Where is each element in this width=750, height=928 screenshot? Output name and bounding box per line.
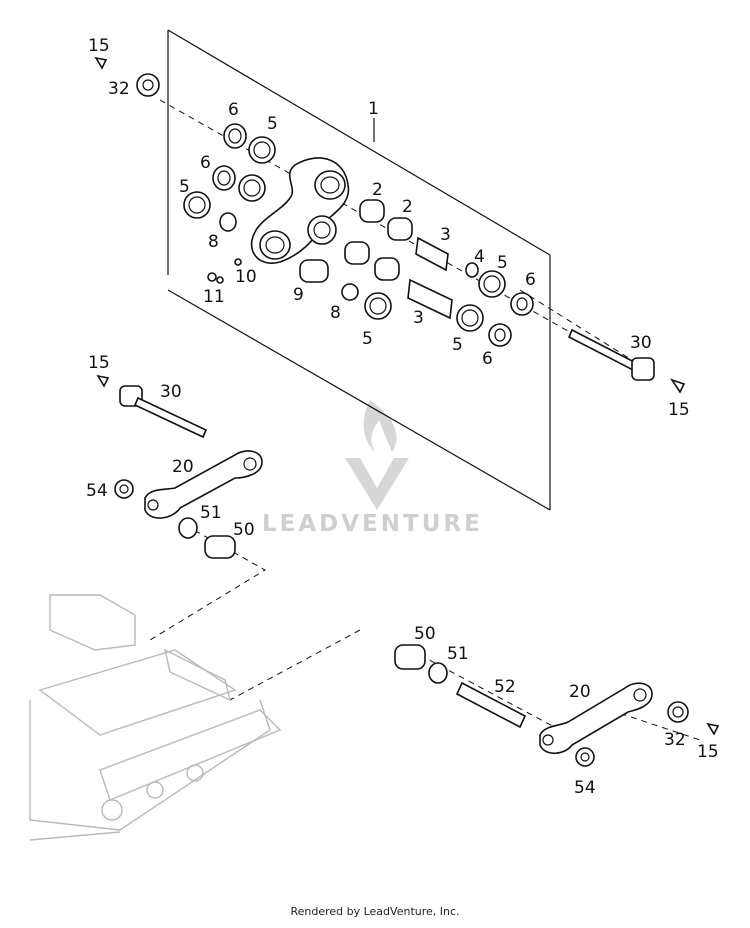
- callout-15: 15: [88, 36, 110, 56]
- callout-labels: 1 2 2 3 3 4 5 5 5 5 5 6 6 6 6 8 8 9 10 1…: [86, 36, 719, 798]
- centerlines: [149, 99, 701, 741]
- callout-8: 8: [208, 232, 219, 252]
- callout-54: 54: [86, 481, 108, 501]
- callout-5: 5: [497, 253, 508, 273]
- callout-54: 54: [574, 778, 596, 798]
- callout-51: 51: [200, 503, 222, 523]
- axle-52: [455, 681, 527, 729]
- callout-20: 20: [172, 457, 194, 477]
- bolt-30-upper: [567, 328, 686, 394]
- footer-credit: Rendered by LeadVenture, Inc.: [290, 905, 460, 918]
- watermark-text: LEADVENTURE: [262, 511, 483, 537]
- callout-52: 52: [494, 677, 516, 697]
- callout-5: 5: [179, 177, 190, 197]
- callout-10: 10: [235, 267, 257, 287]
- bolt-30-lower: [96, 374, 208, 439]
- callout-32: 32: [108, 79, 130, 99]
- callout-6: 6: [482, 349, 493, 369]
- callout-9: 9: [293, 285, 304, 305]
- callout-15: 15: [697, 742, 719, 762]
- pull-rod-20-right: [539, 682, 720, 767]
- callout-2: 2: [372, 180, 383, 200]
- callout-6: 6: [525, 270, 536, 290]
- callout-5: 5: [452, 335, 463, 355]
- callout-30: 30: [630, 333, 652, 353]
- rocker-link: [250, 157, 350, 264]
- leadventure-logo-watermark: [345, 400, 409, 510]
- callout-8: 8: [330, 303, 341, 323]
- callout-3: 3: [413, 308, 424, 328]
- callout-6: 6: [200, 153, 211, 173]
- callout-4: 4: [474, 247, 485, 267]
- callout-30: 30: [160, 382, 182, 402]
- callout-20: 20: [569, 682, 591, 702]
- bearing-50-right: [394, 644, 448, 684]
- callout-51: 51: [447, 644, 469, 664]
- nut-32-upper: [94, 56, 160, 97]
- callout-11: 11: [203, 287, 225, 307]
- frame-outline: [29, 594, 282, 841]
- seals-bearings: [183, 123, 534, 347]
- callout-2: 2: [402, 197, 413, 217]
- callout-50: 50: [414, 624, 436, 644]
- pull-rod-20-left: [114, 450, 263, 559]
- callout-15: 15: [88, 353, 110, 373]
- callout-32: 32: [664, 730, 686, 750]
- callout-1: 1: [368, 99, 379, 119]
- callout-5: 5: [362, 329, 373, 349]
- callout-50: 50: [233, 520, 255, 540]
- callout-5: 5: [267, 114, 278, 134]
- callout-3: 3: [440, 225, 451, 245]
- assembly-box: [167, 29, 551, 511]
- callout-6: 6: [228, 100, 239, 120]
- callout-15: 15: [668, 400, 690, 420]
